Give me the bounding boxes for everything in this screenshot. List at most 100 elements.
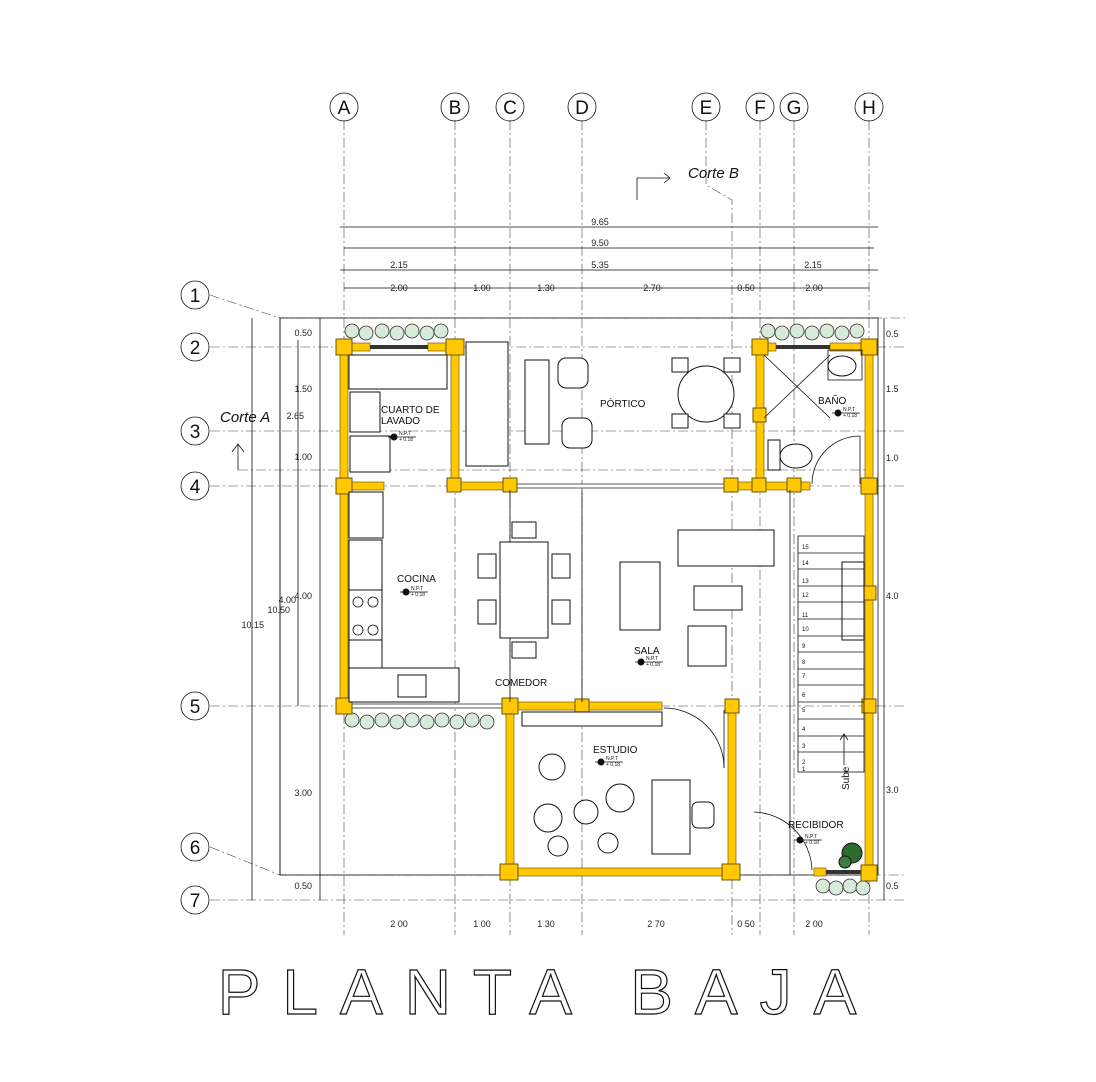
dim-text: 2.70: [643, 283, 661, 293]
room-label-recibidor: RECIBIDOR: [788, 820, 844, 831]
axis-label: G: [787, 98, 802, 119]
axis-6: 6: [180, 832, 210, 862]
room-labels: CUARTO DE LAVADO PÓRTICO BAÑO COCINA COM…: [381, 394, 847, 831]
dryer: [349, 435, 391, 473]
dim-text: 4.0: [886, 591, 899, 601]
washer: [349, 391, 381, 433]
step-number: 8: [802, 660, 806, 666]
dim-text: 1 30: [537, 919, 555, 929]
furniture: [348, 341, 865, 857]
desk-chair: [691, 801, 715, 829]
toilet-tank: [767, 439, 781, 471]
dim-text: 10.15: [241, 620, 264, 630]
room-label-bano: BAÑO: [818, 394, 847, 407]
dim-text: 10.50: [267, 605, 290, 615]
axis-label: B: [449, 98, 462, 119]
sink: [827, 355, 857, 377]
axis-3: 3: [180, 416, 210, 446]
axis-label: F: [754, 98, 766, 119]
step-number: 15: [802, 545, 809, 551]
dim-text: 1 00: [473, 919, 491, 929]
step-number: 1: [802, 767, 806, 773]
axis-f: F: [745, 92, 775, 122]
svg-text:+ 0.18: + 0.18: [843, 413, 857, 419]
room-label-cocina: COCINA: [397, 574, 436, 585]
svg-text:+ 0.18: + 0.18: [805, 840, 819, 846]
sofa-sala: [677, 529, 775, 567]
step-number: 9: [802, 644, 806, 650]
step-number: 14: [802, 561, 809, 567]
coffee-table: [693, 585, 743, 611]
armchair-sala: [687, 625, 727, 667]
section-a-label: Corte A: [220, 409, 270, 426]
svg-text:+ 0.18: + 0.18: [399, 437, 413, 443]
columns: [335, 338, 878, 882]
dim-text: 9.65: [591, 217, 609, 227]
axis-1: 1: [180, 280, 210, 310]
axis-letter-bubbles: A B C D E F G H: [329, 92, 884, 122]
axis-label: C: [503, 98, 517, 119]
axis-label: A: [338, 98, 351, 119]
axis-4: 4: [180, 471, 210, 501]
svg-text:N.P.T: N.P.T: [646, 656, 658, 662]
dim-text: 0.50: [294, 328, 312, 338]
dim-text: 0.50: [294, 881, 312, 891]
axis-label: 2: [190, 338, 201, 359]
level-mark: N.P.T+ 0.18: [400, 586, 428, 598]
axis-label: 6: [190, 838, 201, 859]
dim-text: 1.00: [294, 452, 312, 462]
top-dimensions: 9.65 9.50 2.15 5.35 2.15 2.00 1.00 1.30 …: [340, 217, 878, 293]
step-number: 13: [802, 579, 809, 585]
staircase: 1 2 3 4 5 6 7 8 9 10 11 12 13 14 15 Sube: [797, 535, 865, 790]
dining-table: [499, 541, 549, 639]
room-label-portico: PÓRTICO: [600, 397, 646, 410]
round-table: [677, 365, 735, 423]
dim-text: 9.50: [591, 238, 609, 248]
room-label-estudio: ESTUDIO: [593, 745, 638, 756]
step-number: 2: [802, 760, 806, 766]
axis-d: D: [567, 92, 597, 122]
axis-label: D: [575, 98, 589, 119]
axis-h: H: [854, 92, 884, 122]
dim-text: 1.00: [473, 283, 491, 293]
dim-text: 2.15: [804, 260, 822, 270]
level-mark: N.P.T+ 0.18: [635, 656, 663, 668]
axis-5: 5: [180, 691, 210, 721]
dim-text: 0 50: [737, 919, 755, 929]
level-marks: N.P.T+ 0.18 N.P.T+ 0.18 N.P.T+ 0.18 N.P.…: [388, 407, 860, 846]
axis-label: 7: [190, 891, 201, 912]
dim-text: 2 00: [805, 919, 823, 929]
section-b-marker: Corte B: [636, 165, 739, 200]
dim-text: 2.65: [286, 411, 304, 421]
dim-text: 2.00: [390, 283, 408, 293]
dim-text: 1.30: [537, 283, 555, 293]
dim-text: 2.00: [805, 283, 823, 293]
step-number: 12: [802, 593, 809, 599]
desk: [651, 779, 691, 855]
dim-text: 1.50: [294, 384, 312, 394]
level-mark: N.P.T+ 0.18: [794, 834, 822, 846]
axis-b: B: [440, 92, 470, 122]
step-number: 10: [802, 627, 809, 633]
room-label-sala: SALA: [634, 646, 660, 657]
right-dimensions: 0.5 1.5 1.0 4.0 3.0 0.5: [883, 318, 899, 900]
stairs-direction-label: Sube: [841, 766, 852, 790]
axis-g: G: [779, 92, 809, 122]
axis-2: 2: [180, 332, 210, 362]
study-shelf: [521, 711, 663, 727]
svg-text:N.P.T: N.P.T: [843, 407, 855, 413]
room-label-lavado: LAVADO: [381, 416, 420, 427]
loveseat: [619, 561, 661, 631]
dim-text: 0.5: [886, 881, 899, 891]
svg-text:N.P.T: N.P.T: [606, 756, 618, 762]
fridge: [348, 491, 384, 539]
step-number: 5: [802, 708, 806, 714]
svg-text:N.P.T: N.P.T: [411, 586, 423, 592]
section-a-marker: Corte A: [220, 409, 870, 471]
svg-text:+ 0.18: + 0.18: [411, 592, 425, 598]
kitchen-sink: [397, 674, 427, 698]
svg-text:N.P.T: N.P.T: [805, 834, 817, 840]
section-b-label: Corte B: [688, 165, 739, 182]
dim-text: 5.35: [591, 260, 609, 270]
dim-text: 0.5: [886, 329, 899, 339]
